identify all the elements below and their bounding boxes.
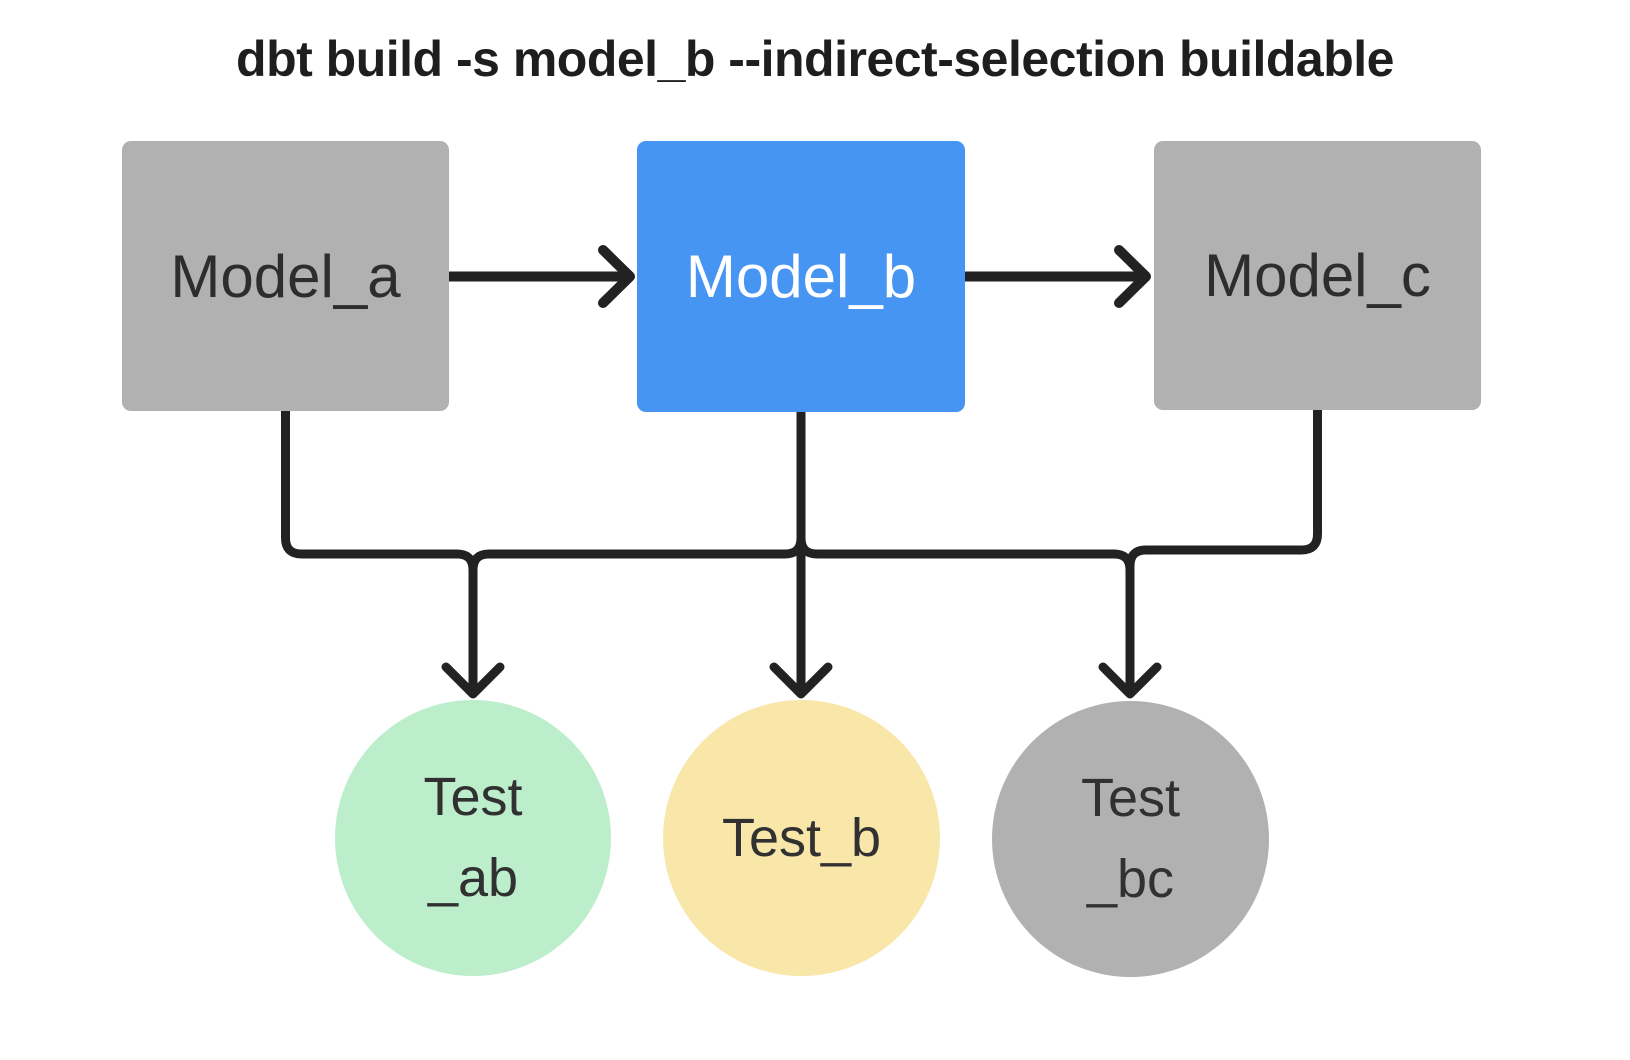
node-model-b: Model_b — [637, 141, 965, 412]
edge-model-a-to-test-ab — [281, 406, 478, 693]
node-model-a-label: Model_a — [170, 242, 401, 310]
node-model-a: Model_a — [122, 141, 449, 411]
node-test-ab-label-line1: Test — [423, 767, 523, 827]
node-model-c: Model_c — [1154, 141, 1481, 410]
node-test-ab: Test _ab — [335, 700, 611, 976]
diagram-title: dbt build -s model_b --indirect-selectio… — [236, 31, 1394, 87]
arrowhead-model-b-to-model-c-icon — [1114, 245, 1151, 308]
node-model-b-label: Model_b — [685, 243, 917, 310]
node-test-bc-label: Test _bc — [1081, 758, 1180, 920]
node-test-bc: Test _bc — [992, 701, 1269, 977]
edge-model-b-to-test-bc — [796, 407, 1135, 693]
node-test-bc-label-line2: _bc — [1086, 849, 1175, 909]
arrowhead-model-a-to-model-b-icon — [598, 245, 635, 308]
node-test-b: Test_b — [663, 700, 940, 976]
node-test-bc-label-line1: Test — [1080, 768, 1181, 828]
node-model-c-label: Model_c — [1204, 242, 1431, 309]
arrowhead-test-bc-icon — [1098, 662, 1162, 699]
node-test-ab-label-line2: _ab — [427, 848, 519, 908]
node-test-b-label: Test_b — [721, 807, 882, 868]
edge-model-c-to-test-bc — [1125, 405, 1322, 693]
arrowhead-test-b-icon — [769, 662, 833, 699]
edge-model-b-to-test-ab — [468, 407, 806, 693]
arrowhead-test-ab-icon — [441, 662, 505, 699]
node-test-ab-label: Test _ab — [423, 757, 522, 919]
